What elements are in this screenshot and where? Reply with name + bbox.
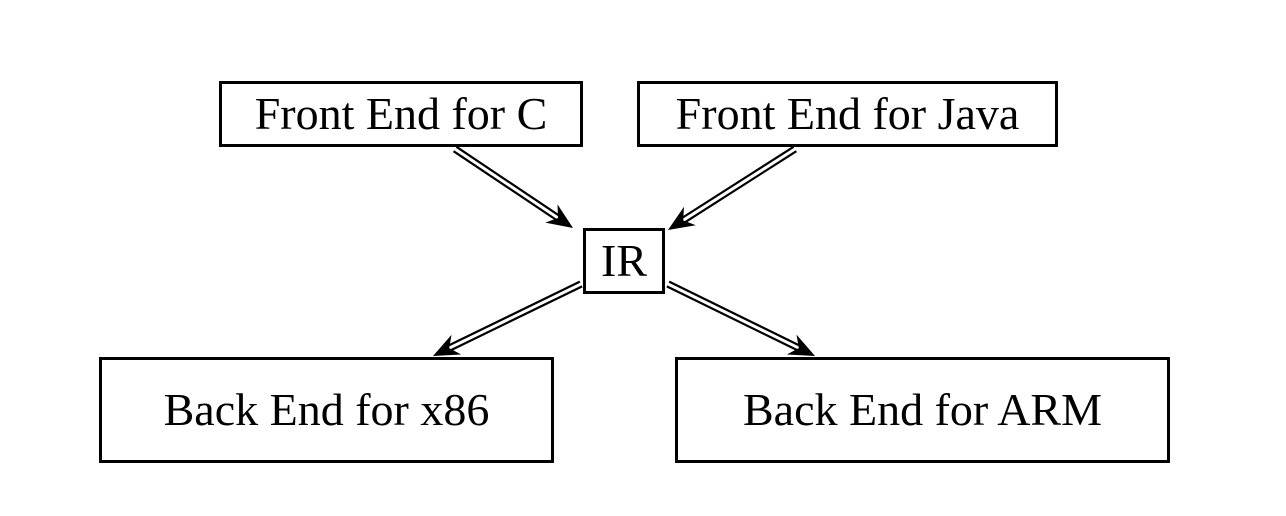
arrow-head bbox=[433, 334, 462, 356]
edge-front-c-to-ir bbox=[452, 145, 573, 228]
arrow-shaft-line-right bbox=[666, 285, 799, 352]
front-end-java-label: Front End for Java bbox=[675, 88, 1020, 139]
back-end-arm-box: Back End for ARM bbox=[675, 357, 1170, 463]
front-end-c-label: Front End for C bbox=[254, 88, 548, 139]
arrow-shaft-line-right bbox=[681, 145, 795, 220]
back-end-x86-box: Back End for x86 bbox=[99, 357, 554, 463]
arrow-shaft-line-left bbox=[668, 280, 801, 347]
edge-ir-to-back-x86 bbox=[433, 280, 583, 356]
ir-box: IR bbox=[583, 228, 665, 294]
arrow-head bbox=[545, 204, 573, 228]
edge-front-java-to-ir bbox=[668, 145, 797, 230]
edge-ir-to-back-arm bbox=[666, 280, 815, 356]
arrow-shaft-line-left bbox=[455, 145, 561, 217]
arrow-shaft-line-left bbox=[449, 285, 583, 352]
front-end-c-box: Front End for C bbox=[219, 81, 583, 147]
ir-label: IR bbox=[601, 235, 647, 286]
arrow-shaft-line-left bbox=[683, 150, 797, 224]
arrow-head bbox=[668, 206, 696, 230]
arrow-shaft-line-right bbox=[452, 150, 558, 222]
back-end-arm-label: Back End for ARM bbox=[742, 384, 1102, 435]
back-end-x86-label: Back End for x86 bbox=[163, 384, 490, 435]
front-end-java-box: Front End for Java bbox=[637, 81, 1058, 147]
arrow-shaft-line-right bbox=[447, 280, 581, 347]
arrow-head bbox=[786, 334, 815, 356]
